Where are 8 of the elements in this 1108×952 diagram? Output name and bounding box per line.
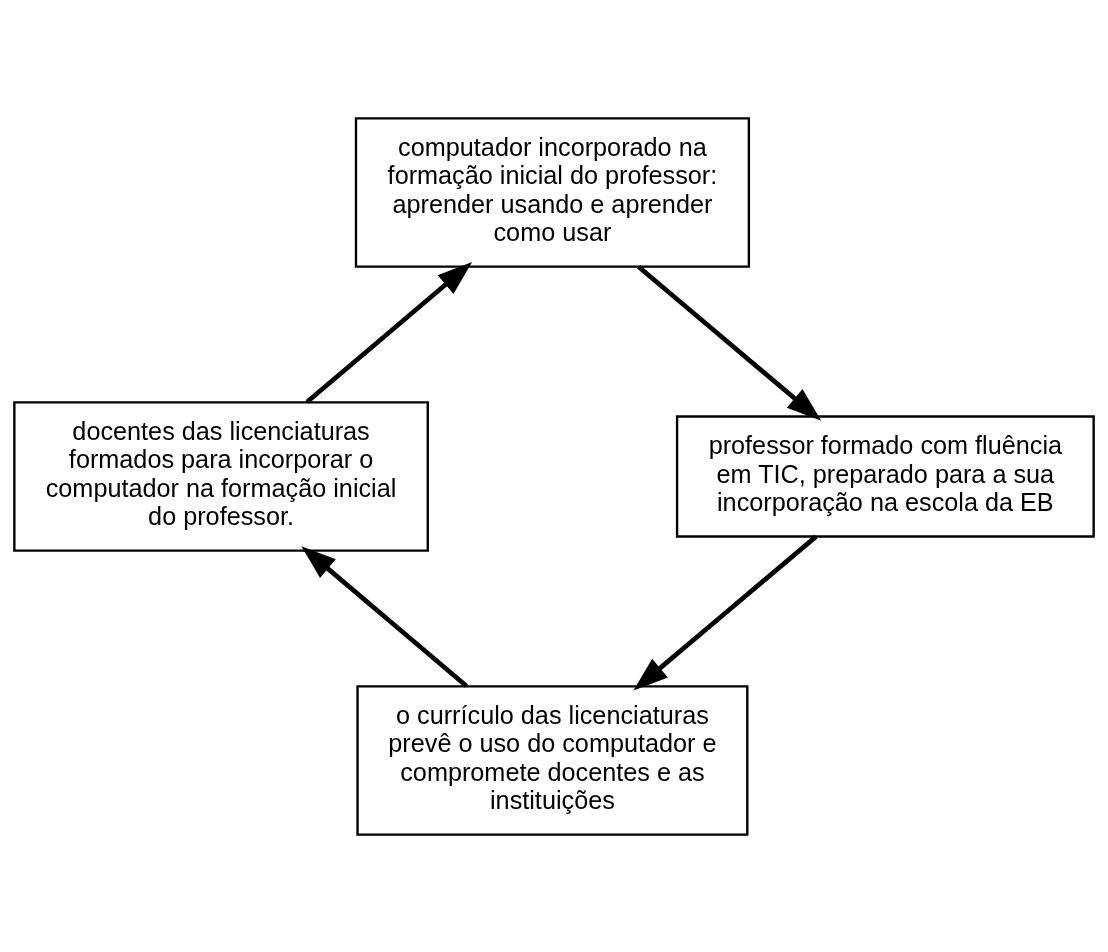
node-box: computador incorporado na formação inicial do professor: aprender usando e aprender como usar [354,116,751,268]
arrow [633,534,818,691]
node-box: docentes das licenciaturas formados para incorporar o computador na formação inicial do professor. [13,400,429,552]
arrow [305,261,473,404]
arrow [637,264,822,421]
node-box: o currículo das licenciaturas prevê o uso do computador e compromete docentes e as instituições [356,684,749,836]
arrow [301,545,468,688]
node-box: professor formado com fluência em TIC, preparado para a sua incorporação na escola da EB [675,414,1095,538]
